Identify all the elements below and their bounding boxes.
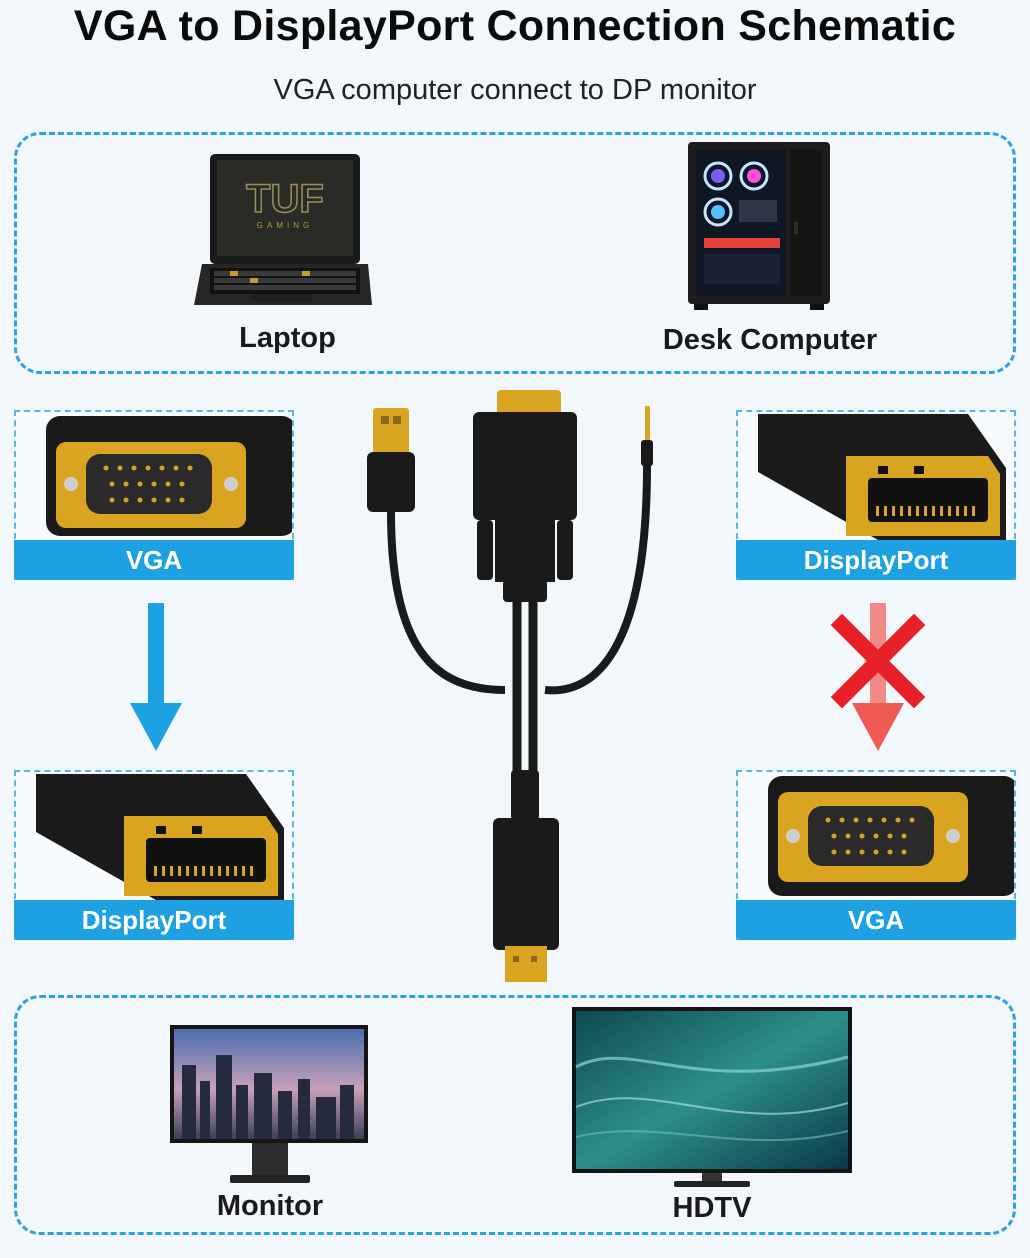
vga-connector-label: VGA bbox=[14, 540, 294, 580]
svg-text:GAMING: GAMING bbox=[257, 221, 313, 230]
page-title: VGA to DisplayPort Connection Schematic bbox=[73, 2, 957, 50]
displayport-connector-card-right: DisplayPort bbox=[736, 410, 1016, 580]
vga-connector-card-right: VGA bbox=[736, 770, 1016, 940]
desktop-computer-label: Desk Computer bbox=[662, 324, 878, 356]
cross-icon bbox=[830, 613, 926, 709]
displayport-connector-card: DisplayPort bbox=[14, 770, 294, 940]
page-subtitle: VGA computer connect to DP monitor bbox=[273, 74, 757, 106]
vga-connector-icon bbox=[768, 776, 1014, 896]
display-devices-box bbox=[14, 995, 1016, 1235]
vga-connector-icon bbox=[46, 416, 292, 536]
svg-text:TUF: TUF bbox=[246, 177, 324, 221]
displayport-connector-icon bbox=[758, 414, 1006, 540]
laptop-label: Laptop bbox=[239, 322, 336, 354]
monitor-image bbox=[170, 1025, 370, 1190]
source-devices-box bbox=[14, 132, 1016, 374]
hdtv-label: HDTV bbox=[672, 1192, 752, 1224]
displayport-connector-icon bbox=[36, 774, 284, 900]
displayport-connector-label-right: DisplayPort bbox=[736, 540, 1016, 580]
vga-to-displayport-cable-image bbox=[367, 390, 653, 982]
arrow-down-blocked-icon bbox=[830, 603, 926, 751]
arrow-down-icon bbox=[130, 603, 182, 751]
vga-connector-label-right: VGA bbox=[736, 900, 1016, 940]
vga-connector-card: VGA bbox=[14, 410, 294, 580]
monitor-label: Monitor bbox=[216, 1190, 324, 1222]
hdtv-image bbox=[572, 1007, 852, 1192]
desktop-computer-image bbox=[684, 140, 834, 312]
displayport-connector-label: DisplayPort bbox=[14, 900, 294, 940]
laptop-image: TUF GAMING bbox=[192, 150, 372, 310]
